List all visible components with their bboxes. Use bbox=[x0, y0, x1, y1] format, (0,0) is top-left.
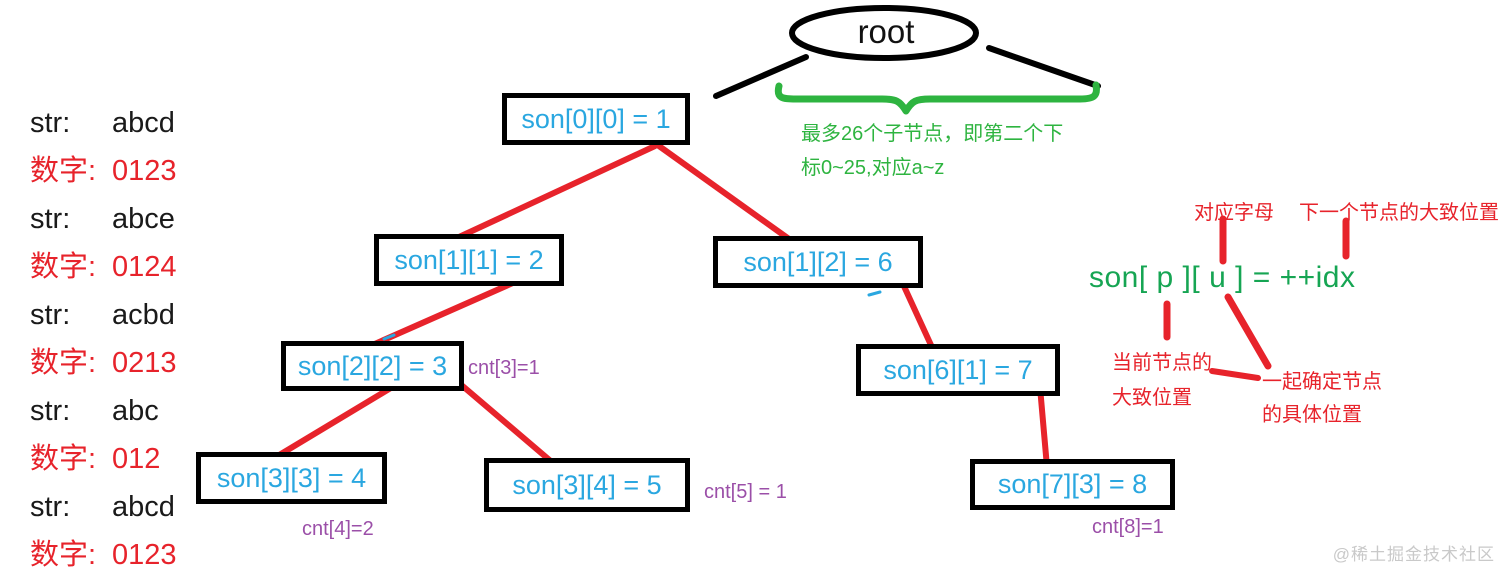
edge-1-to-6 bbox=[656, 143, 792, 242]
node-son-6-1: son[6][1] = 7 bbox=[856, 344, 1060, 396]
str-value: abce bbox=[112, 203, 175, 235]
list-item: 数字: 012 bbox=[0, 442, 240, 476]
branch-note-line1: 最多26个子节点，即第二个下 bbox=[801, 123, 1064, 145]
str-value: abc bbox=[112, 395, 159, 427]
blue-tick-above-node3 bbox=[382, 333, 396, 341]
str-label: str: bbox=[30, 491, 71, 523]
num-value: 012 bbox=[112, 443, 161, 475]
label-together-line2: 的具体位置 bbox=[1262, 404, 1362, 426]
label-together-line1: 一起确定节点 bbox=[1262, 371, 1382, 393]
list-item: 数字: 0123 bbox=[0, 154, 240, 188]
formula-son-p-u: son[ p ][ u ] = ++idx bbox=[1089, 261, 1356, 294]
watermark: @稀土掘金技术社区 bbox=[1332, 545, 1495, 564]
edge-1-to-2 bbox=[456, 143, 658, 240]
num-value: 0124 bbox=[112, 251, 177, 283]
list-item: str: abcd bbox=[0, 490, 240, 524]
str-value: abcd bbox=[112, 107, 175, 139]
node-son-0-0: son[0][0] = 1 bbox=[502, 93, 690, 145]
str-value: abcd bbox=[112, 491, 175, 523]
str-label: str: bbox=[30, 107, 71, 139]
num-value: 0123 bbox=[112, 539, 177, 571]
list-item: str: abcd bbox=[0, 106, 240, 140]
label-letter: 对应字母 bbox=[1194, 202, 1274, 224]
list-item: 数字: 0123 bbox=[0, 538, 240, 572]
list-item: str: abce bbox=[0, 202, 240, 236]
list-item: str: abc bbox=[0, 394, 240, 428]
str-label: str: bbox=[30, 395, 71, 427]
root-ellipse bbox=[789, 5, 979, 61]
blue-tick-below-node6 bbox=[867, 290, 882, 297]
cnt-label-4: cnt[4]=2 bbox=[302, 518, 374, 540]
node-son-7-3: son[7][3] = 8 bbox=[970, 459, 1175, 510]
edge-7-to-8 bbox=[1037, 384, 1050, 470]
node-son-3-4: son[3][4] = 5 bbox=[484, 458, 690, 512]
num-label: 数字: bbox=[30, 539, 97, 571]
node-son-1-1: son[1][1] = 2 bbox=[374, 234, 564, 286]
edge-3-to-5 bbox=[449, 374, 563, 472]
pointer-current-to-together bbox=[1209, 368, 1261, 381]
node-son-2-2: son[2][2] = 3 bbox=[281, 341, 464, 391]
str-label: str: bbox=[30, 299, 71, 331]
label-current-line1: 当前节点的 bbox=[1112, 352, 1212, 374]
num-label: 数字: bbox=[30, 347, 97, 379]
list-item: str: acbd bbox=[0, 298, 240, 332]
node-son-3-3: son[3][3] = 4 bbox=[196, 452, 387, 504]
label-next-pos: 下一个节点的大致位置 bbox=[1299, 202, 1499, 224]
num-label: 数字: bbox=[30, 155, 97, 187]
cnt-label-3: cnt[3]=1 bbox=[468, 357, 540, 379]
num-value: 0213 bbox=[112, 347, 177, 379]
root-right-edge bbox=[986, 45, 1101, 89]
num-label: 数字: bbox=[30, 443, 97, 475]
list-item: 数字: 0213 bbox=[0, 346, 240, 380]
cnt-label-5: cnt[5] = 1 bbox=[704, 481, 787, 503]
node-son-1-2: son[1][2] = 6 bbox=[713, 236, 923, 288]
root-node-label: root bbox=[857, 13, 915, 50]
label-current-line2: 大致位置 bbox=[1112, 387, 1192, 409]
list-item: 数字: 0124 bbox=[0, 250, 240, 284]
str-value: acbd bbox=[112, 299, 175, 331]
pointer-u-to-together bbox=[1224, 293, 1272, 370]
branch-note-line2: 标0~25,对应a~z bbox=[801, 157, 945, 179]
num-label: 数字: bbox=[30, 251, 97, 283]
str-label: str: bbox=[30, 203, 71, 235]
children-brace bbox=[774, 81, 1100, 115]
cnt-label-8: cnt[8]=1 bbox=[1092, 516, 1164, 538]
num-value: 0123 bbox=[112, 155, 177, 187]
root-left-edge bbox=[713, 54, 809, 99]
